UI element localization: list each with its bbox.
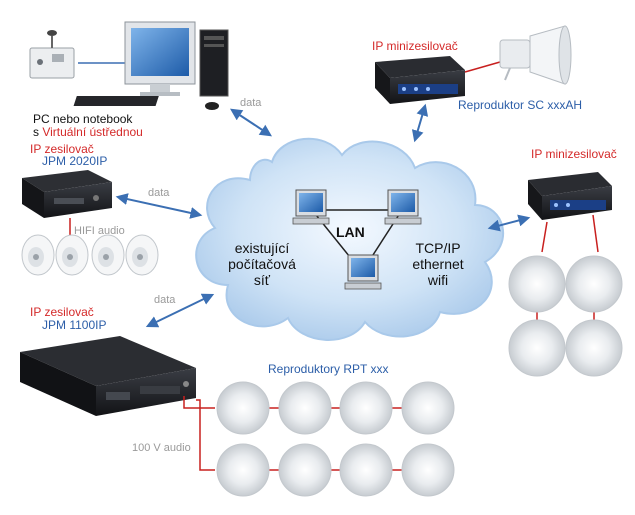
data-label-pc: data — [240, 97, 262, 109]
cloud-left-line2: počítačová — [228, 256, 296, 272]
arrow-pc — [229, 108, 273, 137]
ip-mini-amplifier-icon — [375, 56, 465, 104]
rpt-ceiling-speakers — [216, 381, 455, 497]
ip-amplifier-2020-icon — [22, 170, 112, 218]
ceiling-speaker-icon — [565, 319, 623, 377]
pc-label-line1: PC nebo notebook — [33, 112, 133, 126]
desktop-pc-icon — [73, 21, 229, 110]
cloud-right-line2: ethernet — [412, 256, 464, 272]
ceiling-speaker-icon — [565, 255, 623, 313]
ip-amplifier-1100-icon — [20, 336, 196, 416]
hifi-audio-label: HIFI audio — [74, 225, 125, 237]
horn-speaker-icon — [499, 25, 572, 85]
ceiling-speaker-icon — [216, 381, 270, 435]
lan-computer-icon — [344, 254, 382, 290]
lan-cloud — [195, 137, 504, 341]
ceiling-speaker-icon — [278, 381, 332, 435]
audio-100v-label: 100 V audio — [132, 442, 191, 454]
ip-zesilovac-2-label: IP zesilovač — [30, 305, 94, 319]
lan-label: LAN — [336, 224, 365, 240]
ceiling-speaker-icon — [339, 443, 393, 497]
arrow-amp1100 — [145, 293, 215, 328]
cloud-right-text: TCP/IP ethernet wifi — [400, 240, 476, 288]
cloud-left-line3: síť — [253, 272, 271, 288]
hifi-speaker-icon — [55, 234, 89, 276]
cloud-right-line3: wifi — [427, 272, 449, 288]
hifi-speaker-icon — [21, 234, 55, 276]
paging-microphone-icon — [29, 30, 75, 79]
ceiling-speaker-icon — [339, 381, 393, 435]
data-arrows — [115, 103, 531, 328]
pc-label-highlight: Virtuální ústřednou — [42, 125, 143, 139]
ceiling-speaker-icon — [401, 381, 455, 435]
repro-rpt-label: Reproduktory RPT xxx — [268, 362, 389, 376]
ip-minizes-top-label: IP minizesilovač — [372, 39, 458, 53]
cloud-left-text: existující počítačová síť — [222, 240, 302, 288]
ceiling-speaker-icon — [508, 255, 566, 313]
pc-label-prefix: s — [33, 125, 43, 139]
data-label-amp2020: data — [148, 187, 170, 199]
arrow-minizes-right — [487, 214, 531, 232]
jpm-2020-label: JPM 2020IP — [42, 154, 108, 168]
data-label-amp1100: data — [154, 294, 176, 306]
jpm-1100-label: JPM 1100IP — [42, 318, 107, 332]
ceiling-speaker-icon — [216, 443, 270, 497]
ceiling-speaker-icon — [401, 443, 455, 497]
arrow-minizes-top — [411, 103, 429, 143]
hifi-speaker-icon — [125, 234, 159, 276]
ceiling-speaker-icon — [508, 319, 566, 377]
cloud-left-line1: existující — [234, 240, 290, 256]
ip-mini-amplifier-icon — [528, 172, 612, 220]
cloud-right-line1: TCP/IP — [415, 240, 461, 256]
arrow-amp2020 — [115, 193, 203, 219]
ceiling-speaker-icon — [278, 443, 332, 497]
horn-cable — [464, 61, 501, 73]
hifi-speaker-icon — [91, 234, 125, 276]
lan-computer-icon — [292, 189, 330, 225]
pc-label-line2: s Virtuální ústřednou — [33, 125, 143, 139]
repro-sc-label: Reproduktor SC xxxAH — [458, 98, 583, 112]
hifi-speakers — [21, 234, 159, 276]
lan-computer-icon — [384, 189, 422, 225]
right-ceiling-speakers — [508, 255, 623, 377]
ip-minizes-right-label: IP minizesilovač — [531, 147, 617, 161]
ip-zesilovac-1-label: IP zesilovač — [30, 142, 94, 156]
